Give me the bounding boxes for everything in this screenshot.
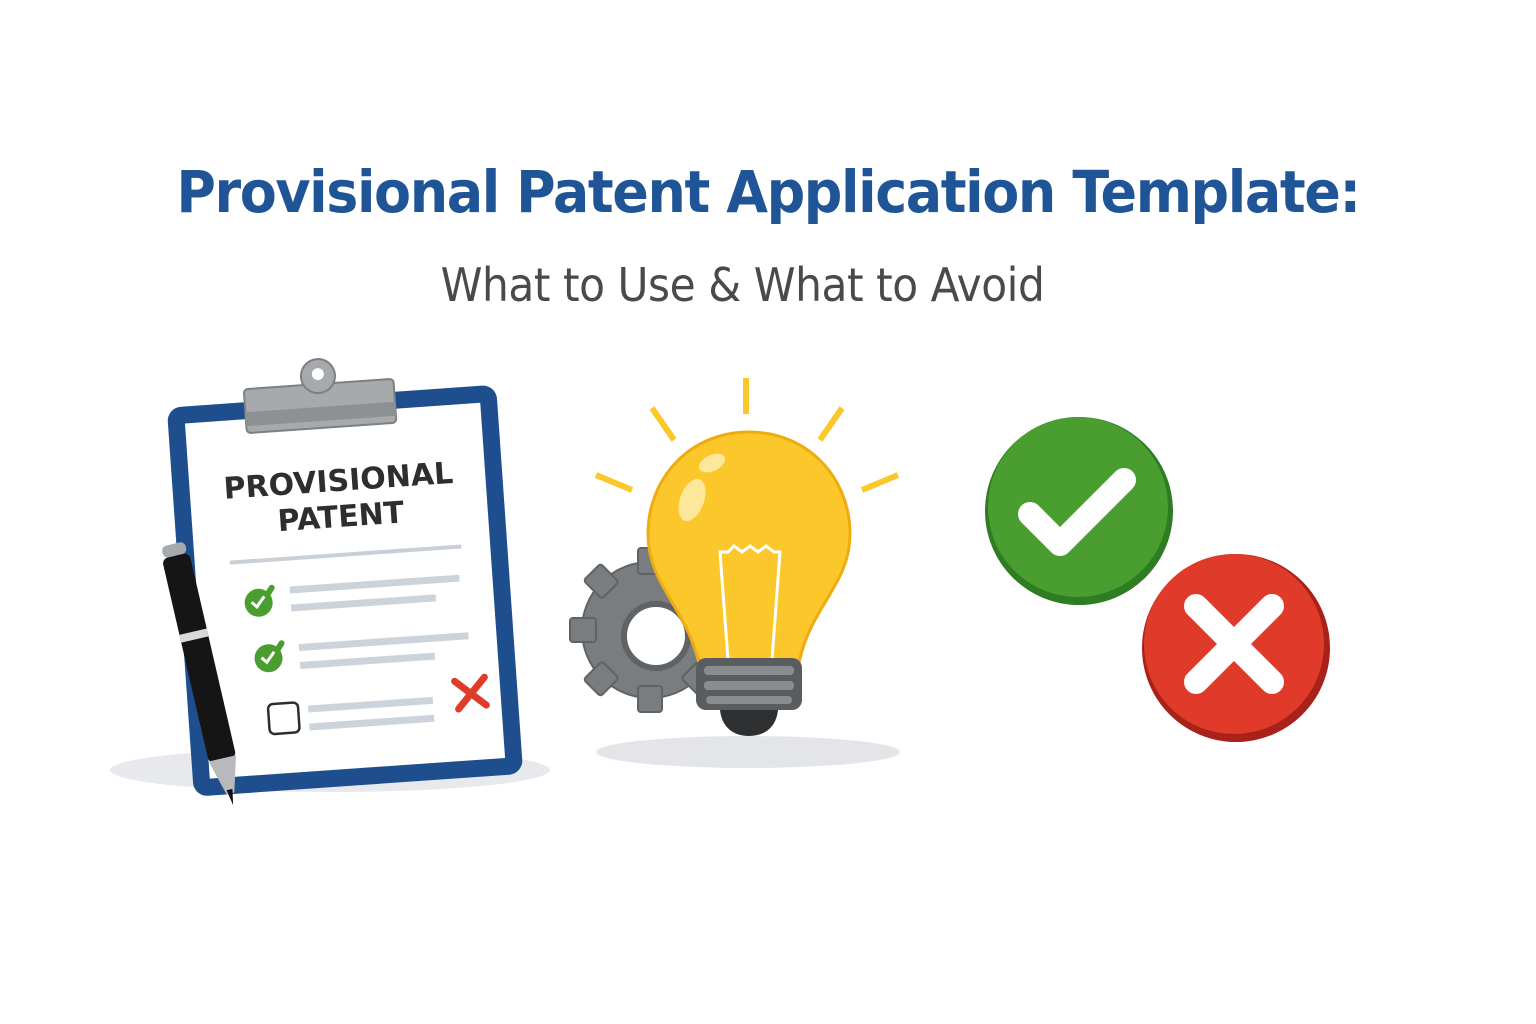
green-check-circle-icon [985,417,1173,605]
empty-checkbox-icon [266,701,301,736]
page-subtitle: What to Use & What to Avoid [440,258,1045,312]
clipboard-illustration: PROVISIONAL PATENT [110,358,550,806]
page-title: Provisional Patent Application Template: [176,158,1361,226]
red-x-icon [451,673,490,713]
red-x-circle-icon [1142,554,1330,742]
green-check-icon [244,584,275,617]
pen-icon [162,542,236,806]
lightbulb-gear-illustration [569,378,900,768]
green-check-icon [254,640,285,673]
lightbulb-icon [594,378,900,736]
